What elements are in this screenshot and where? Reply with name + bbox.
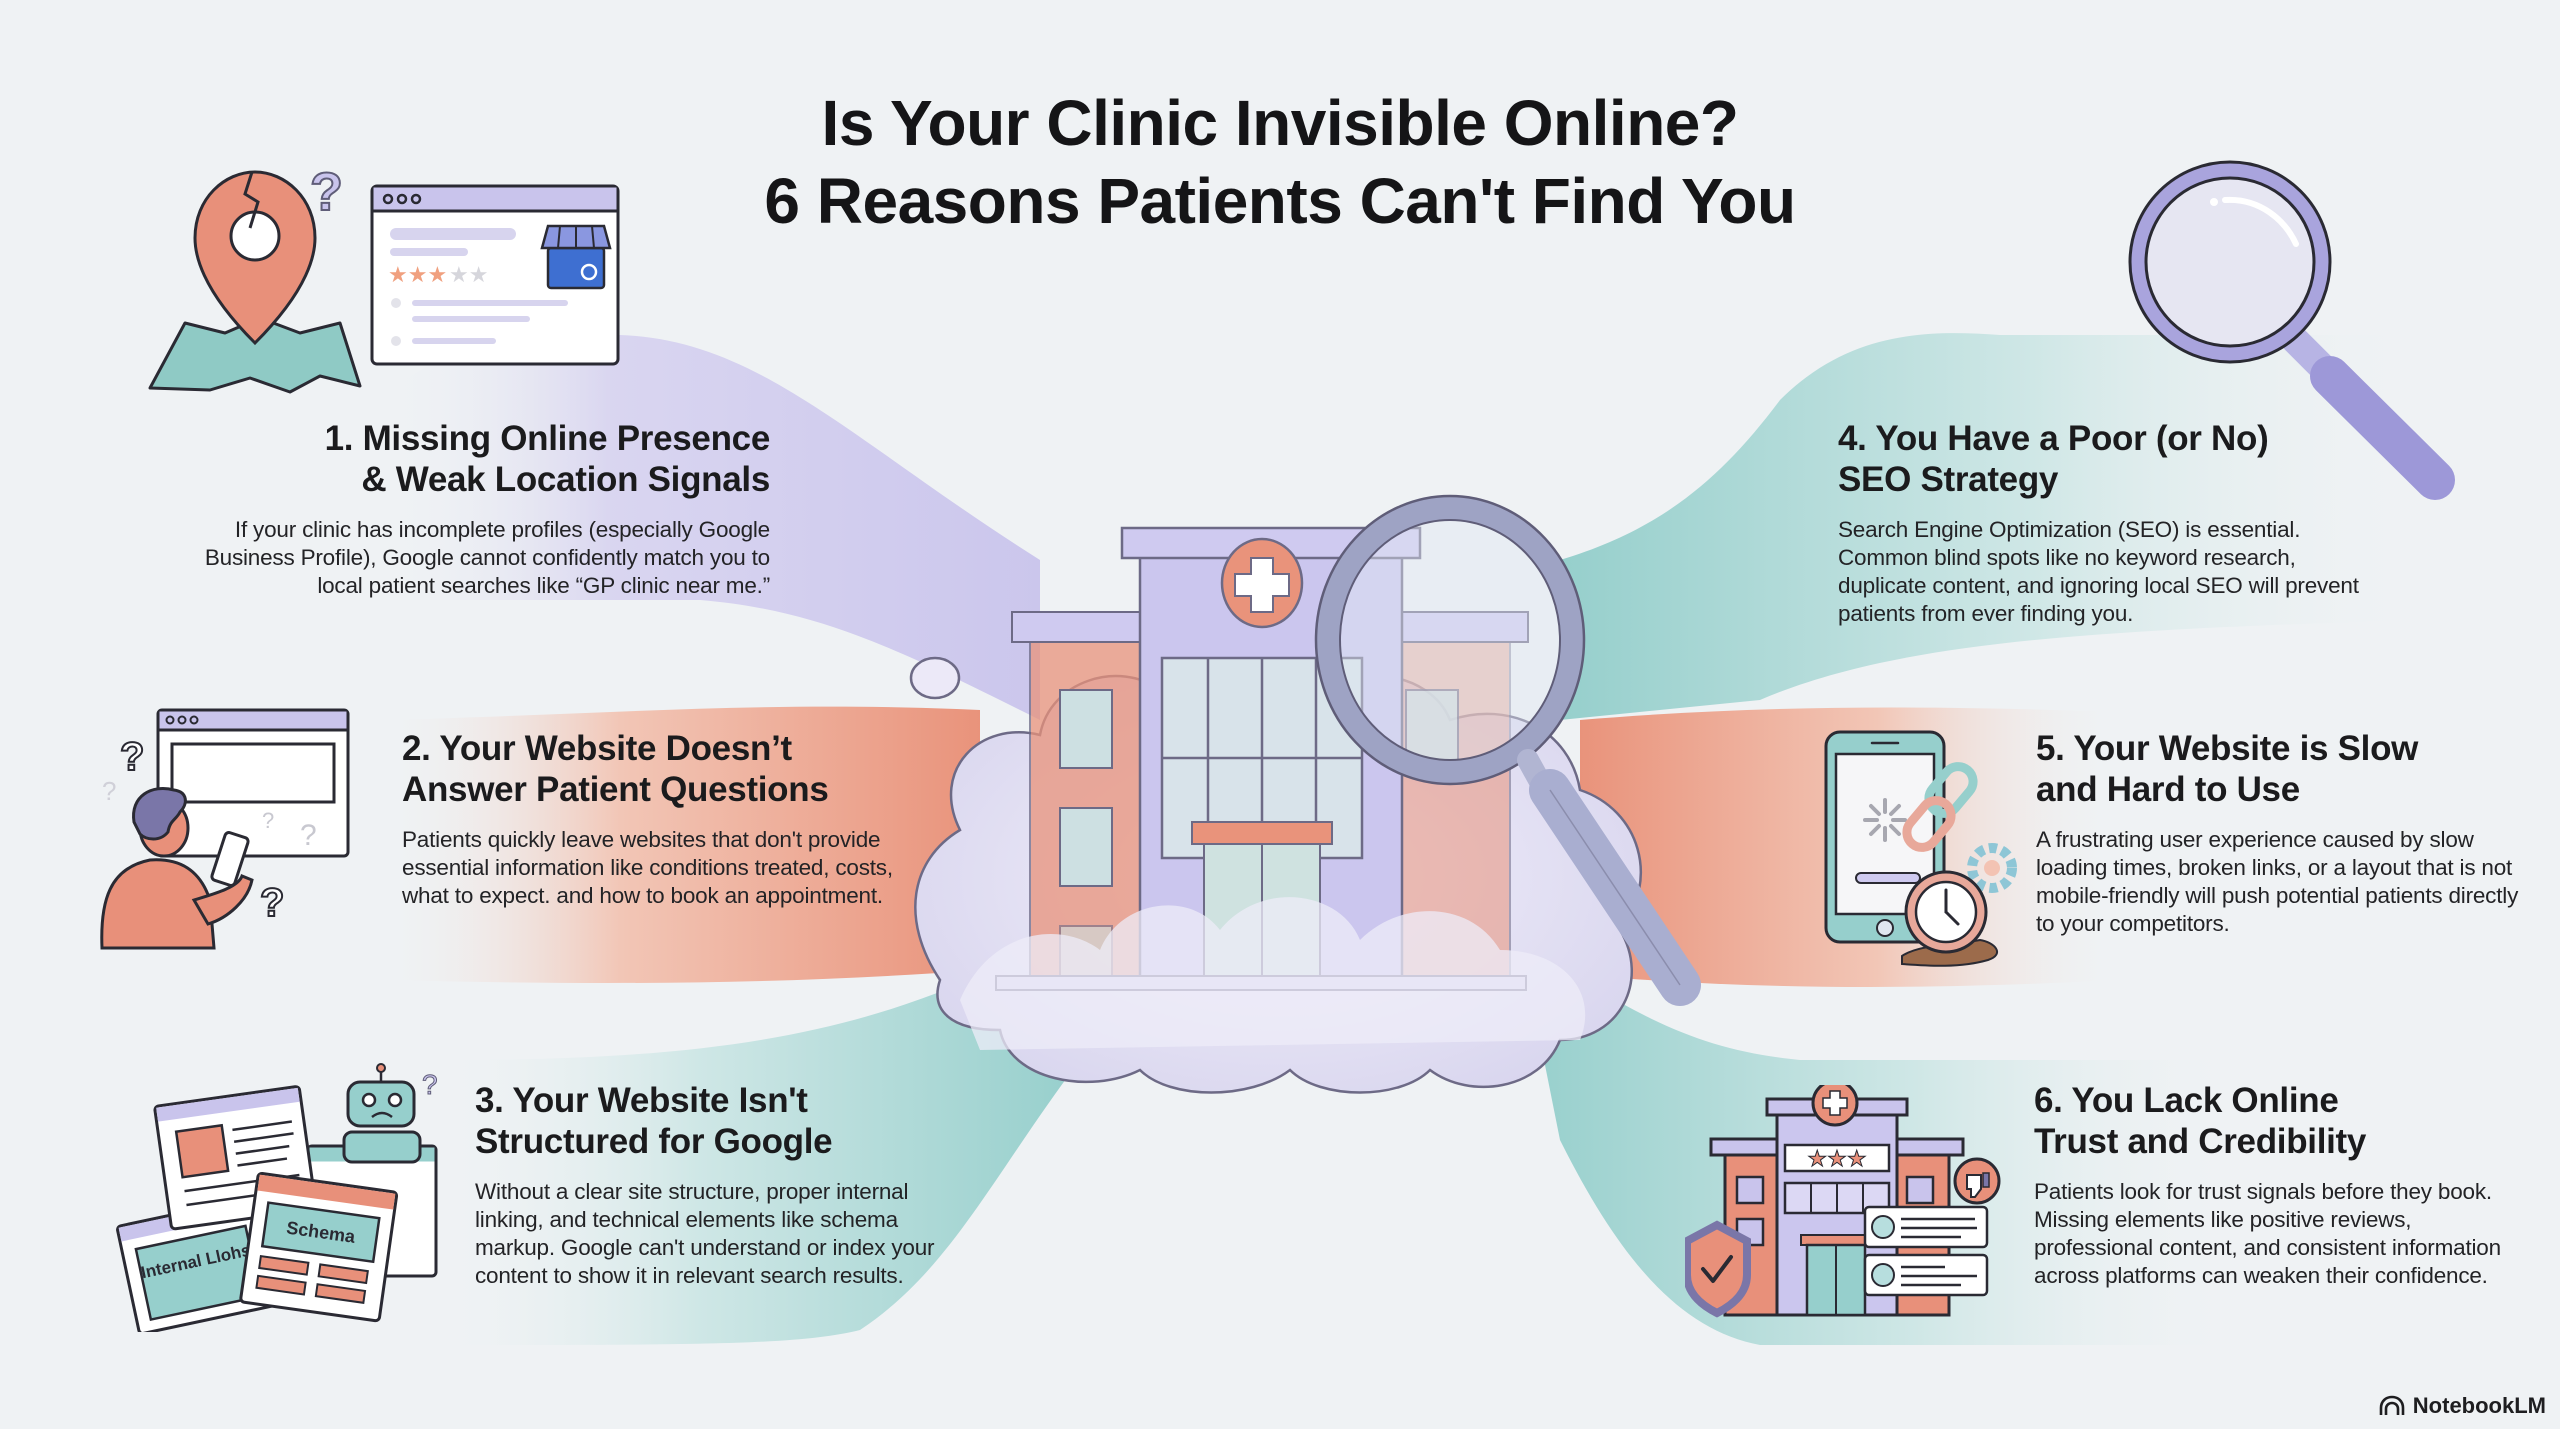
brand-label: NotebookLM <box>2412 1393 2546 1418</box>
reason-title-6: 6. You Lack Online Trust and Credibility <box>2034 1080 2534 1162</box>
reason-card-1: 1. Missing Online Presence & Weak Locati… <box>160 418 770 600</box>
reason-title-4-line-1: 4. You Have a Poor (or No) <box>1838 419 2269 458</box>
svg-text:?: ? <box>102 776 116 806</box>
reason-body-6: Patients look for trust signals before t… <box>2034 1179 2501 1288</box>
svg-text:?: ? <box>300 819 317 852</box>
svg-text:★★★: ★★★ <box>388 263 447 288</box>
svg-text:★★★: ★★★ <box>1807 1147 1866 1172</box>
svg-text:?: ? <box>422 1069 438 1100</box>
reason-card-5: 5. Your Website is Slow and Hard to Use … <box>2036 728 2536 938</box>
reason-title-1-line-1: 1. Missing Online Presence <box>324 419 771 458</box>
reason-title-2-line-1: 2. Your Website Doesn’t <box>402 729 792 768</box>
reason-title-6-line-1: 6. You Lack Online <box>2034 1081 2339 1120</box>
magnifying-glass-icon <box>2128 160 2455 500</box>
reason-title-3-line-2: Structured for Google <box>475 1122 833 1161</box>
broken-map-pin-and-business-profile-icon: ? ★★★ ★★ <box>148 161 620 394</box>
svg-text:★★: ★★ <box>449 263 488 288</box>
reason-title-3: 3. Your Website Isn't Structured for Goo… <box>475 1080 975 1162</box>
reason-title-2: 2. Your Website Doesn’t Answer Patient Q… <box>402 728 902 810</box>
page-title: Is Your Clinic Invisible Online? 6 Reaso… <box>0 84 2560 240</box>
clinic-in-fog-with-magnifier-icon <box>909 494 1701 1094</box>
reason-title-1: 1. Missing Online Presence & Weak Locati… <box>160 418 771 500</box>
reason-title-4: 4. You Have a Poor (or No) SEO Strategy <box>1838 418 2378 500</box>
reason-title-6-line-2: Trust and Credibility <box>2034 1122 2367 1161</box>
reason-body-4: Search Engine Optimization (SEO) is esse… <box>1838 517 2359 626</box>
svg-text:?: ? <box>262 808 274 833</box>
slow-phone-broken-link-melting-clock-icon <box>1824 730 2017 967</box>
reason-title-5-line-1: 5. Your Website is Slow <box>2036 729 2419 768</box>
reason-card-3: 3. Your Website Isn't Structured for Goo… <box>475 1080 975 1290</box>
reason-card-2: 2. Your Website Doesn’t Answer Patient Q… <box>402 728 902 910</box>
title-line-1: Is Your Clinic Invisible Online? <box>821 87 1739 159</box>
reason-title-2-line-2: Answer Patient Questions <box>402 770 829 809</box>
reason-body-1: If your clinic has incomplete profiles (… <box>204 517 770 598</box>
confused-robot-with-web-pages-icon: ? Internal Llohs Schema <box>116 1063 438 1332</box>
reason-card-6: 6. You Lack Online Trust and Credibility… <box>2034 1080 2534 1290</box>
reason-title-3-line-1: 3. Your Website Isn't <box>475 1081 808 1120</box>
reason-title-5: 5. Your Website is Slow and Hard to Use <box>2036 728 2536 810</box>
reason-title-1-line-2: & Weak Location Signals <box>361 460 770 499</box>
reason-title-5-line-2: and Hard to Use <box>2036 770 2300 809</box>
notebooklm-logo-icon <box>2379 1395 2405 1415</box>
reason-card-4: 4. You Have a Poor (or No) SEO Strategy … <box>1838 418 2378 628</box>
svg-text:?: ? <box>260 881 284 925</box>
confused-patient-with-phone-icon: ? ? ? ? ? <box>100 708 350 950</box>
reason-body-2: Patients quickly leave websites that don… <box>402 827 893 908</box>
notebooklm-brand: NotebookLM <box>2379 1393 2546 1419</box>
clinic-with-reviews-and-shield-icon: ★★★ <box>1685 1085 2001 1318</box>
reason-body-5: A frustrating user experience caused by … <box>2036 827 2519 936</box>
title-line-2: 6 Reasons Patients Can't Find You <box>764 165 1796 237</box>
reason-title-4-line-2: SEO Strategy <box>1838 460 2059 499</box>
svg-text:?: ? <box>120 735 144 779</box>
svg-text:?: ? <box>310 162 343 222</box>
reason-body-3: Without a clear site structure, proper i… <box>475 1179 935 1288</box>
